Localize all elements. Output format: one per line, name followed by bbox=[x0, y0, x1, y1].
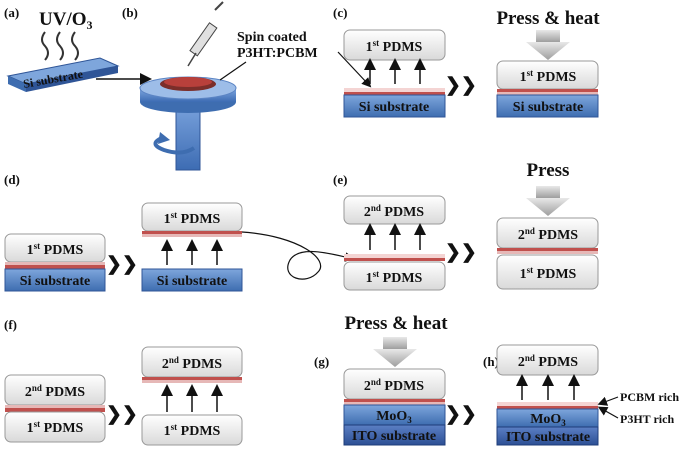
panel-label-g: (g) bbox=[314, 354, 329, 369]
uv-rays-icon bbox=[41, 31, 79, 61]
chevron-icon-e: ❯❯ bbox=[445, 242, 477, 263]
si-substrate-slab-a bbox=[6, 57, 120, 92]
pcbm-rich-label: PCBM rich bbox=[620, 390, 679, 404]
panel-label-f: (f) bbox=[4, 317, 17, 332]
svg-text:1st PDMS: 1st PDMS bbox=[366, 269, 423, 286]
svg-text:Si substrate: Si substrate bbox=[20, 274, 90, 289]
up-arrows-h bbox=[516, 374, 580, 400]
panel-label-c: (c) bbox=[333, 5, 347, 20]
pdms1-block-c-left: 1st PDMS bbox=[343, 29, 446, 61]
pdms2-pdms1-stack-e-right: 2nd PDMS 1st PDMS bbox=[496, 217, 599, 290]
svg-text:1st PDMS: 1st PDMS bbox=[366, 38, 423, 55]
svg-text:2nd PDMS: 2nd PDMS bbox=[518, 353, 578, 370]
svg-text:MoO3: MoO3 bbox=[376, 409, 412, 425]
chevron-icon-c: ❯❯ bbox=[445, 75, 477, 96]
si-stack-c-left: Si substrate bbox=[343, 88, 446, 118]
chevron-icon-f: ❯❯ bbox=[106, 404, 138, 425]
panel-label-e: (e) bbox=[333, 172, 347, 187]
svg-text:Si substrate: Si substrate bbox=[513, 100, 583, 115]
svg-text:2nd PDMS: 2nd PDMS bbox=[25, 383, 85, 400]
press-heat-label-g: Press & heat bbox=[344, 313, 448, 334]
spin-coater-icon bbox=[139, 76, 237, 171]
svg-text:1st PDMS: 1st PDMS bbox=[520, 265, 577, 282]
uv-o3-label: UV/O3 bbox=[39, 9, 93, 32]
si-substrate-d-right: Si substrate bbox=[141, 268, 243, 292]
panel-label-a: (a) bbox=[4, 5, 19, 20]
svg-text:1st PDMS: 1st PDMS bbox=[27, 241, 84, 258]
svg-text:2nd PDMS: 2nd PDMS bbox=[162, 355, 222, 372]
pdms1-block-d-right: 1st PDMS bbox=[141, 202, 243, 237]
pdms2-ito-stack-g: 2nd PDMS MoO3 ITO substrate bbox=[343, 368, 446, 446]
p3ht-rich-label: P3HT rich bbox=[620, 412, 674, 426]
svg-text:ITO substrate: ITO substrate bbox=[506, 430, 590, 445]
press-arrow-icon-g bbox=[373, 337, 417, 367]
svg-text:2nd PDMS: 2nd PDMS bbox=[518, 226, 578, 243]
svg-text:ITO substrate: ITO substrate bbox=[352, 429, 436, 444]
svg-text:MoO3: MoO3 bbox=[530, 412, 566, 428]
pdms1-stack-e-left: 1st PDMS bbox=[343, 254, 446, 291]
press-label-e: Press bbox=[527, 160, 570, 181]
ito-stack-h: MoO3 ITO substrate bbox=[496, 402, 599, 446]
press-heat-label-c: Press & heat bbox=[496, 8, 600, 29]
up-arrows-f bbox=[161, 384, 223, 412]
chevron-icon-d: ❯❯ bbox=[106, 254, 138, 275]
up-arrows-c bbox=[364, 58, 426, 84]
pdms1-si-stack-d-left: 1st PDMS Si substrate bbox=[4, 233, 106, 292]
svg-text:1st PDMS: 1st PDMS bbox=[27, 419, 84, 436]
film-pointer-c bbox=[337, 51, 372, 88]
panel-label-d: (d) bbox=[4, 172, 20, 187]
press-arrow-icon-e bbox=[526, 186, 570, 216]
pdms1-si-stack-c-right: 1st PDMS Si substrate bbox=[496, 60, 599, 118]
svg-text:Si substrate: Si substrate bbox=[157, 274, 227, 289]
syringe-icon bbox=[187, 1, 224, 67]
transfer-curve-arrow bbox=[241, 231, 355, 280]
panel-label-b: (b) bbox=[122, 5, 138, 20]
pdms2-pdms1-stack-f-left: 2nd PDMS 1st PDMS bbox=[4, 374, 106, 443]
pdms2-block-e-left: 2nd PDMS bbox=[343, 195, 446, 225]
svg-text:1st PDMS: 1st PDMS bbox=[164, 422, 221, 439]
pdms2-block-f-right: 2nd PDMS bbox=[141, 346, 243, 383]
svg-text:1st PDMS: 1st PDMS bbox=[520, 68, 577, 85]
svg-text:Si substrate: Si substrate bbox=[359, 100, 429, 115]
svg-text:2nd PDMS: 2nd PDMS bbox=[364, 203, 424, 220]
spin-coated-label-line1: Spin coated bbox=[237, 30, 307, 45]
pdms1-block-f-right: 1st PDMS bbox=[141, 414, 243, 446]
pdms2-block-h: 2nd PDMS bbox=[496, 344, 599, 376]
up-arrows-d bbox=[161, 239, 223, 265]
svg-text:1st PDMS: 1st PDMS bbox=[164, 210, 221, 227]
spin-coated-label-line2: P3HT:PCBM bbox=[237, 46, 318, 61]
p3ht-rich-pointer bbox=[597, 406, 619, 419]
chevron-icon-g: ❯❯ bbox=[445, 404, 477, 425]
pcbm-rich-pointer bbox=[597, 396, 619, 406]
press-arrow-icon-c bbox=[526, 30, 570, 60]
spin-coated-pointer bbox=[219, 61, 247, 81]
svg-text:2nd PDMS: 2nd PDMS bbox=[364, 377, 424, 394]
panel-label-h: (h) bbox=[483, 354, 499, 369]
up-arrows-e bbox=[364, 223, 426, 250]
